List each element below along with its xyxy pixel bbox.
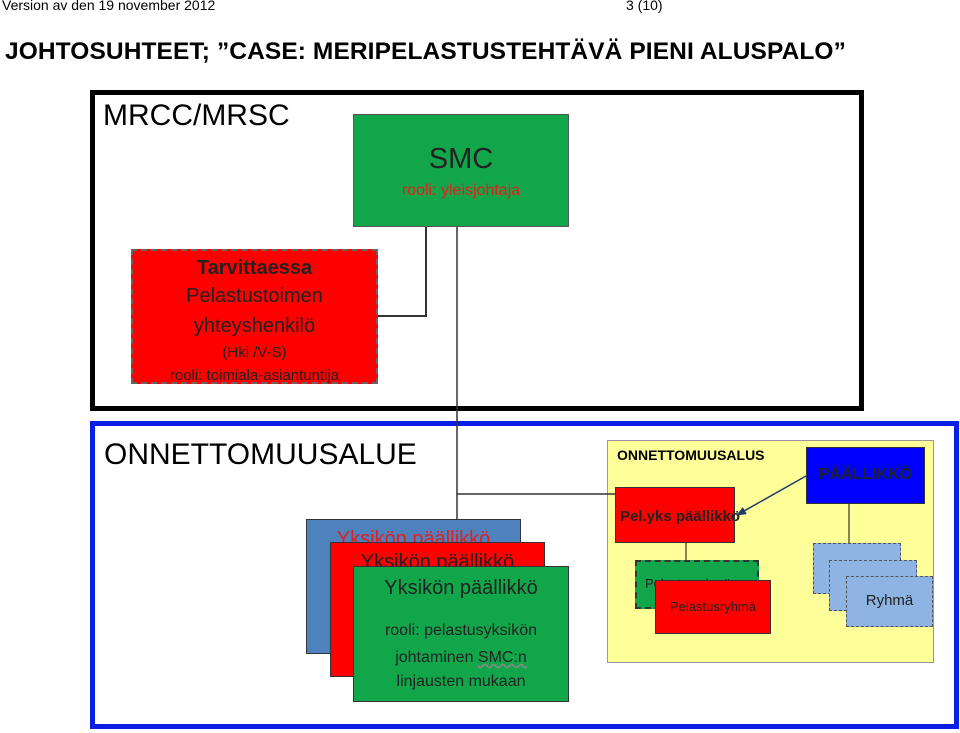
smc-box: SMC rooli: yleisjohtaja (353, 114, 569, 227)
vessel-label: ONNETTOMUUSALUS (617, 447, 765, 463)
unit-role-line-2b: SMC:n (477, 649, 527, 666)
unit-role-line-2a: johtaminen (395, 649, 478, 666)
liaison-line-2: Pelastustoimen (186, 285, 323, 307)
mrcc-label: MRCC/MRSC (103, 99, 290, 132)
unit-title-front: Yksikön päällikkö (384, 577, 538, 599)
rescue-unit-chief-box: Pel.yks päällikkö (615, 487, 740, 543)
unit-box-front: Yksikön päällikkö rooli: pelastusyksikön… (353, 566, 569, 702)
page-title: JOHTOSUHTEET; ”CASE: MERIPELASTUSTEHTÄVÄ… (5, 38, 846, 65)
header-page-number: 3 (10) (626, 0, 663, 13)
accident-area-frame (90, 421, 959, 729)
smc-role: rooli: yleisjohtaja (401, 182, 521, 199)
rescue-group-box: Pelastusryhmä (655, 580, 771, 634)
crew-group-box: Ryhmä (846, 576, 933, 627)
smc-title: SMC (428, 143, 494, 175)
liaison-box: Tarvittaessa Pelastustoimen yhteyshenkil… (131, 249, 378, 384)
captain-to-chief-line (736, 475, 807, 516)
unit-role-line-2: johtaminen SMC:n (354, 649, 568, 667)
liaison-line-4: (Hki /V-S) (222, 344, 287, 361)
captain-box: PÄÄLLIKKÖ (806, 447, 925, 504)
liaison-line-1: Tarvittaessa (196, 257, 313, 279)
header-version-text: Version av den 19 november 2012 (2, 0, 216, 13)
liaison-line-3: yhteyshenkilö (193, 315, 316, 337)
accident-area-label: ONNETTOMUUSALUE (104, 438, 417, 471)
unit-role-line-3: linjausten mukaan (396, 673, 526, 690)
smc-to-liaison-line (378, 227, 427, 317)
liaison-line-5: rooli: toimiala-asiantuntija (169, 367, 340, 384)
mrcc-frame (90, 90, 864, 411)
unit-role-line-1: rooli: pelastusyksikön (384, 622, 538, 639)
